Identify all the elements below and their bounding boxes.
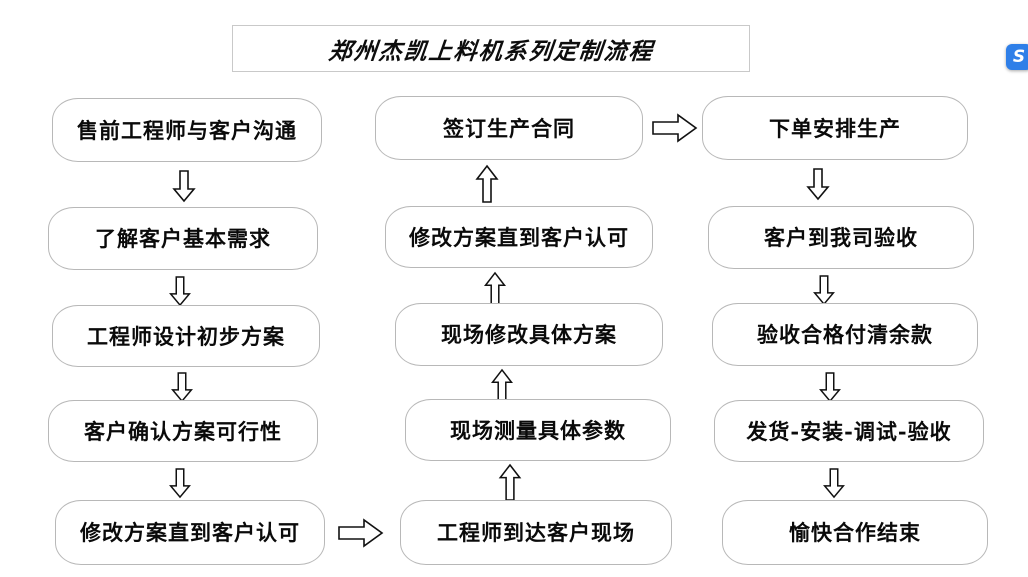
node-customer-inspection-at-our-company[interactable]: 客户到我司验收 (708, 206, 974, 269)
node-label: 工程师设计初步方案 (87, 323, 285, 349)
arrow-up-2-4 (498, 463, 522, 501)
chart-title: 郑州杰凯上料机系列定制流程 (326, 37, 655, 65)
arrow-up-2-1 (475, 164, 499, 203)
node-sales-engineer-communicate[interactable]: 售前工程师与客户沟通 (52, 98, 322, 162)
node-onsite-measure-parameters[interactable]: 现场测量具体参数 (405, 399, 671, 461)
arrow-down-1-4 (168, 468, 192, 499)
node-label: 客户到我司验收 (764, 225, 918, 250)
node-label: 现场测量具体参数 (450, 417, 626, 443)
node-pleasant-cooperation-end[interactable]: 愉快合作结束 (722, 500, 988, 565)
chart-title-box: 郑州杰凯上料机系列定制流程 (232, 25, 750, 72)
node-place-order-arrange-production[interactable]: 下单安排生产 (702, 96, 968, 160)
node-shipping-install-debug-acceptance[interactable]: 发货-安装-调试-验收 (714, 400, 984, 462)
node-label: 修改方案直到客户认可 (409, 224, 629, 250)
node-label: 愉快合作结束 (789, 520, 921, 545)
node-revise-plan-until-approved-col2[interactable]: 修改方案直到客户认可 (385, 206, 653, 268)
badge-letter: S (1012, 46, 1026, 67)
node-engineer-arrives-onsite[interactable]: 工程师到达客户现场 (400, 500, 672, 565)
node-label: 发货-安装-调试-验收 (746, 418, 952, 444)
arrow-down-1-1 (172, 170, 196, 203)
node-label: 售前工程师与客户沟通 (77, 117, 297, 143)
node-onsite-modify-plan[interactable]: 现场修改具体方案 (395, 303, 663, 366)
node-understand-basic-needs[interactable]: 了解客户基本需求 (48, 207, 318, 270)
node-label: 下单安排生产 (769, 115, 901, 141)
arrow-right-col1-to-col2 (338, 518, 384, 548)
node-label: 现场修改具体方案 (441, 322, 617, 347)
node-label: 修改方案直到客户认可 (80, 520, 300, 545)
arrow-down-3-1 (806, 168, 830, 201)
node-sign-production-contract[interactable]: 签订生产合同 (375, 96, 643, 160)
arrow-right-col2-to-col3 (652, 113, 698, 143)
node-pay-balance-after-acceptance[interactable]: 验收合格付清余款 (712, 303, 978, 366)
node-label: 客户确认方案可行性 (84, 418, 282, 444)
arrow-down-1-2 (168, 276, 192, 307)
arrow-down-3-4 (822, 468, 846, 499)
brand-badge-icon: S (1006, 44, 1028, 70)
node-label: 签订生产合同 (443, 115, 575, 141)
node-customer-confirm-feasibility[interactable]: 客户确认方案可行性 (48, 400, 318, 462)
node-label: 验收合格付清余款 (757, 322, 933, 347)
arrow-down-3-3 (818, 372, 842, 403)
node-engineer-preliminary-plan[interactable]: 工程师设计初步方案 (52, 305, 320, 367)
node-label: 工程师到达客户现场 (437, 520, 635, 545)
node-revise-plan-until-approved-col1[interactable]: 修改方案直到客户认可 (55, 500, 325, 565)
node-label: 了解客户基本需求 (95, 226, 271, 251)
arrow-down-1-3 (170, 372, 194, 403)
arrow-down-3-2 (812, 275, 836, 306)
